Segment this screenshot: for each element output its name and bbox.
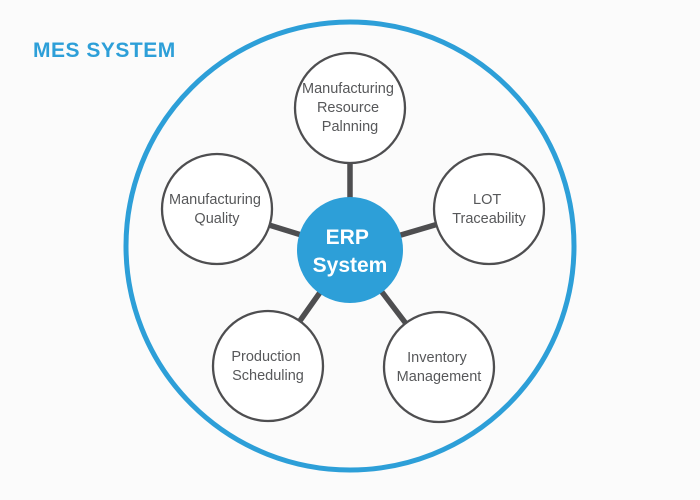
node-label-line: Inventory xyxy=(407,350,467,366)
center-label-line: ERP xyxy=(326,226,369,249)
node-inventory-management: Inventory Management xyxy=(382,310,496,424)
node-label-line: Scheduling xyxy=(232,368,304,384)
node-label-line: Palnning xyxy=(322,119,378,135)
node-label: Inventory Management xyxy=(397,350,482,385)
center-label: ERP System xyxy=(313,226,388,277)
node-label: LOT Traceability xyxy=(452,192,526,227)
center-circle xyxy=(297,197,403,303)
node-circle xyxy=(382,310,496,424)
node-label-line: Production xyxy=(231,349,300,365)
node-circle xyxy=(293,51,407,165)
mes-boundary-circle xyxy=(123,19,577,473)
node-label-line: Quality xyxy=(194,211,240,227)
node-manufacturing-resource-planning: Manufacturing Resource Palnning xyxy=(293,51,407,165)
node-label-line: Manufacturing xyxy=(302,81,394,97)
node-erp-system: ERP System xyxy=(297,197,403,303)
node-manufacturing-quality: Manufacturing Quality xyxy=(160,152,274,266)
node-label-line: Manufacturing xyxy=(169,192,261,208)
node-circle xyxy=(160,152,274,266)
node-label-line: Resource xyxy=(317,100,379,116)
node-label: Manufacturing Resource Palnning xyxy=(302,81,398,135)
node-production-scheduling: Production Scheduling xyxy=(211,309,325,423)
node-label: Production Scheduling xyxy=(231,349,304,384)
node-circle xyxy=(432,152,546,266)
node-label-line: LOT xyxy=(473,192,501,208)
node-label-line: Traceability xyxy=(452,211,526,227)
center-label-line: System xyxy=(313,254,388,277)
node-circle xyxy=(211,309,325,423)
node-lot-traceability: LOT Traceability xyxy=(432,152,546,266)
page-title: MES SYSTEM xyxy=(33,39,176,62)
node-label-line: Management xyxy=(397,369,482,385)
node-label: Manufacturing Quality xyxy=(169,192,265,227)
